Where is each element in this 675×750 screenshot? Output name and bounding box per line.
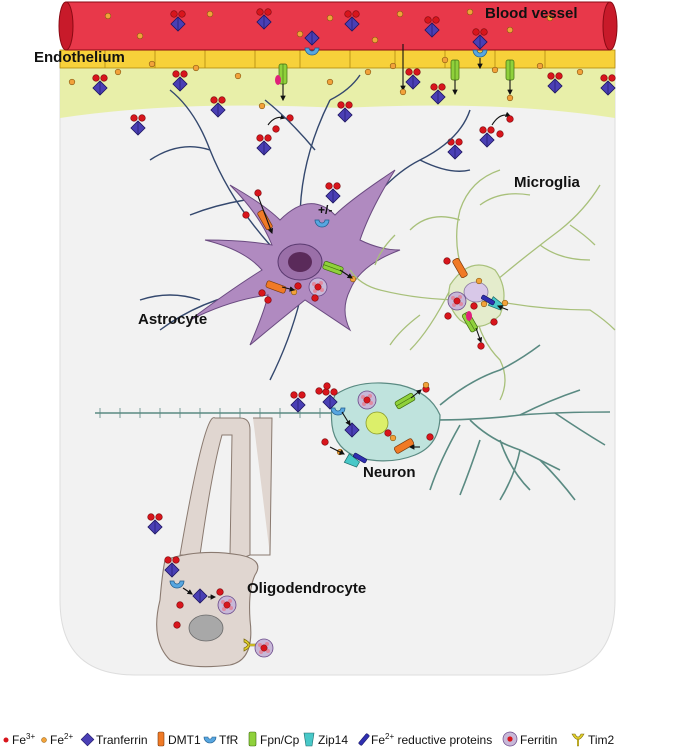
label-plus-minus: +/- [318, 203, 332, 217]
svg-text:Tranferrin: Tranferrin [96, 733, 148, 747]
blood-vessel [58, 1, 618, 51]
svg-text:TfR: TfR [219, 733, 239, 747]
svg-text:Fe3+: Fe3+ [12, 732, 35, 747]
legend-reductive-proteins: Fe2+ reductive proteins [358, 732, 492, 747]
label-blood-vessel: Blood vessel [485, 5, 578, 22]
legend-zip14: Zip14 [303, 732, 348, 747]
svg-text:Fpn/Cp: Fpn/Cp [260, 733, 300, 747]
basement-membrane [60, 68, 615, 118]
microglia [349, 169, 616, 401]
svg-text:Fe2+ reductive proteins: Fe2+ reductive proteins [371, 732, 492, 747]
legend-tfr: TfR [203, 733, 239, 747]
svg-text:Fe2+: Fe2+ [50, 732, 73, 747]
svg-text:Zip14: Zip14 [318, 733, 348, 747]
legend-tim2: Tim2 [571, 733, 615, 747]
svg-text:DMT1: DMT1 [168, 733, 201, 747]
svg-text:Ferritin: Ferritin [520, 733, 557, 747]
legend-fpn-cp: Fpn/Cp [248, 731, 300, 747]
label-endothelium: Endothelium [34, 49, 125, 66]
label-neuron: Neuron [363, 464, 416, 481]
astrocyte [139, 74, 471, 381]
legend-fe3: Fe3+ [3, 732, 35, 747]
endothelial-transport [267, 44, 515, 126]
label-microglia: Microglia [514, 174, 581, 191]
svg-text:Tim2: Tim2 [588, 733, 615, 747]
label-oligodendrocyte: Oligodendrocyte [247, 580, 366, 597]
legend-transferrin: Tranferrin [80, 732, 148, 747]
neuron [95, 344, 611, 501]
endothelium-cells [59, 49, 616, 69]
legend-ferritin: Ferritin [502, 731, 557, 747]
oligodendrocyte [147, 417, 274, 668]
label-astrocyte: Astrocyte [138, 311, 207, 328]
legend-fe2: Fe2+ [41, 732, 73, 747]
legend: Fe3+ Fe2+ Tranferrin DMT1 TfR Fpn/Cp Zip… [3, 731, 615, 747]
legend-dmt1: DMT1 [157, 731, 201, 747]
